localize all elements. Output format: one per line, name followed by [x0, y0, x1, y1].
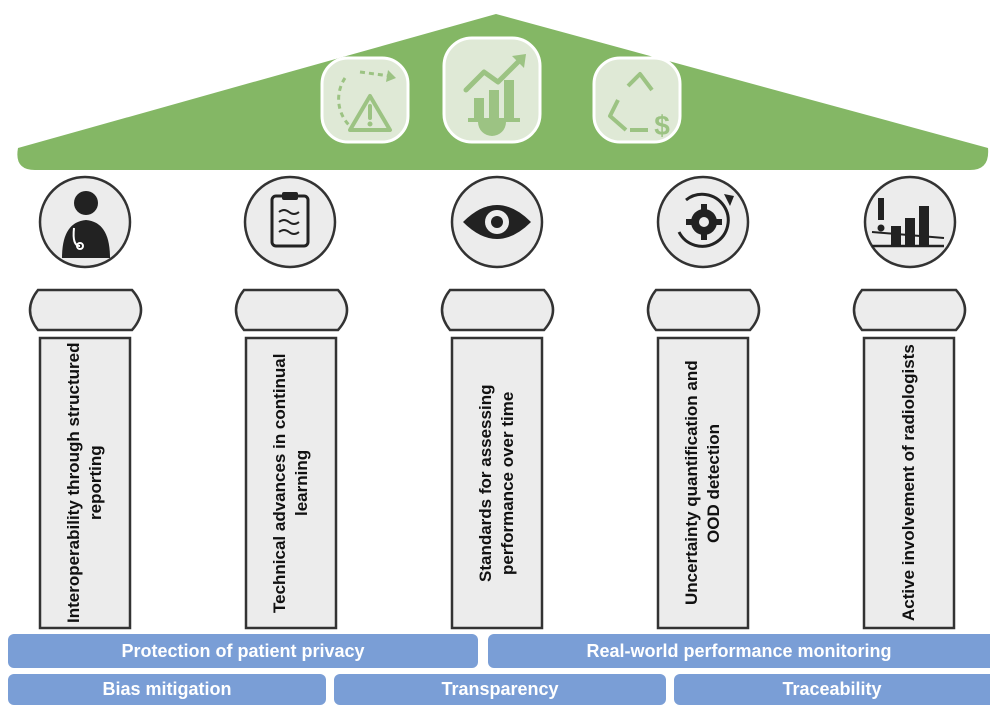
svg-text:$: $	[654, 110, 670, 141]
pillar-structure-5	[852, 288, 967, 630]
foundation-privacy: Protection of patient privacy	[8, 634, 478, 668]
pillar-label-radiologists: Active involvement of radiologists	[898, 344, 918, 622]
doctor-icon	[38, 175, 132, 269]
pillar-label-performance-standards: Standards for assessing performance over…	[475, 384, 517, 582]
alert-chart-icon	[863, 175, 957, 269]
pillar-structure-1	[28, 288, 143, 630]
foundation-transparency: Transparency	[334, 674, 666, 705]
foundation-bias: Bias mitigation	[8, 674, 326, 705]
pillar-structure-2	[234, 288, 349, 630]
pillar-structure-4	[646, 288, 761, 630]
pillar-label-interoperability: Interoperability through structured repo…	[63, 342, 105, 624]
warning-cycle-icon	[320, 56, 410, 144]
foundation-traceability: Traceability	[674, 674, 990, 705]
pillar-label-uncertainty: Uncertainty quantification and OOD detec…	[681, 360, 723, 606]
pillar-label-continual-learning: Technical advances in continual learning	[269, 353, 311, 613]
eye-icon	[450, 175, 544, 269]
growth-chart-gear-icon	[442, 36, 542, 144]
gear-cycle-icon	[656, 175, 750, 269]
recycle-dollar-icon: $	[592, 56, 682, 144]
clipboard-icon	[243, 175, 337, 269]
foundation-monitoring: Real-world performance monitoring	[488, 634, 990, 668]
pillar-structure-3	[440, 288, 555, 630]
